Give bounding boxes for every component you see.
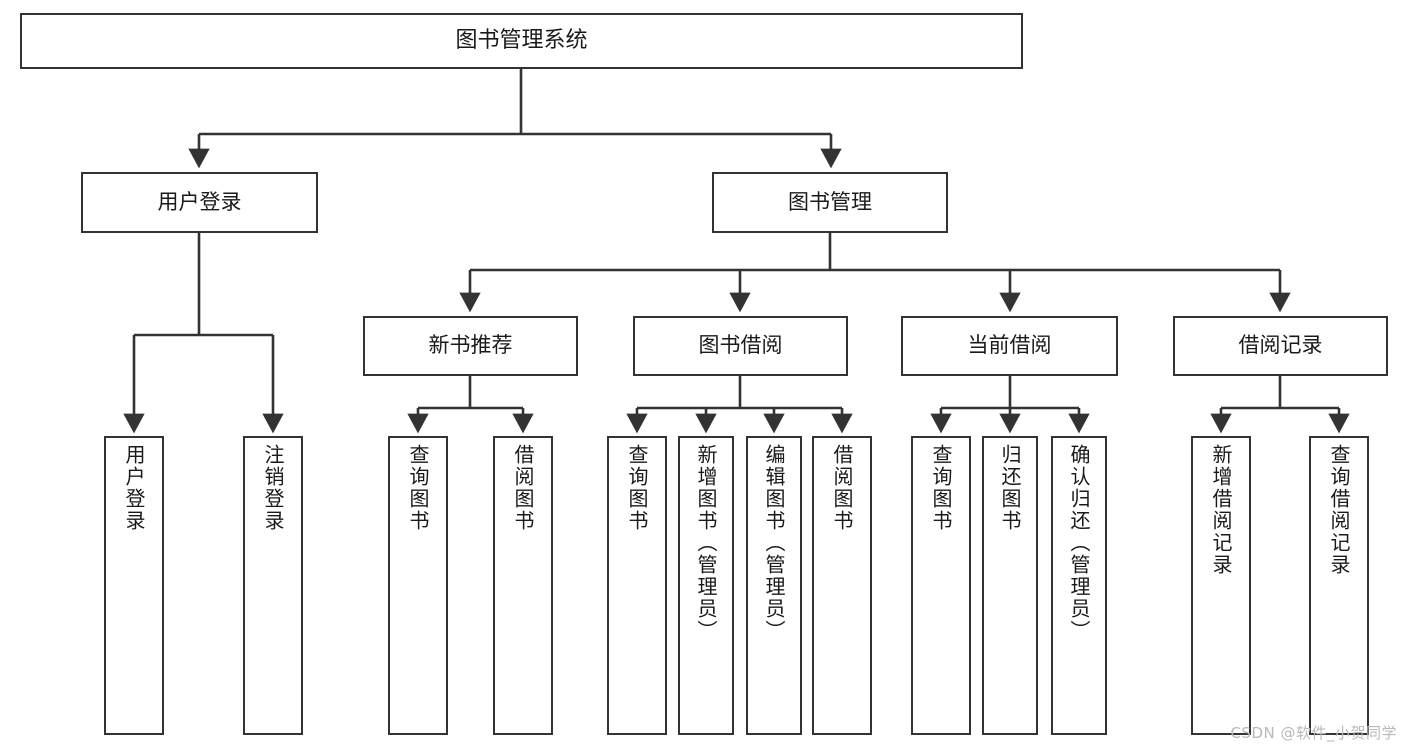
node-user-login[interactable]: 用户登录 <box>81 172 318 233</box>
node-new-book-recommend[interactable]: 新书推荐 <box>363 316 578 376</box>
leaf-record-add-record[interactable]: 新增借阅记录 <box>1191 436 1251 735</box>
node-label: 当前借阅 <box>967 333 1052 358</box>
node-book-management[interactable]: 图书管理 <box>712 172 948 233</box>
node-label: 用户登录 <box>157 189 242 214</box>
node-label: 编辑图书（管理员） <box>762 444 786 642</box>
node-label: 图书管理系统 <box>455 27 588 53</box>
node-label: 新增图书（管理员） <box>694 444 718 642</box>
node-label: 查询图书 <box>406 444 430 532</box>
node-label: 注销登录 <box>261 444 285 532</box>
node-book-borrow[interactable]: 图书借阅 <box>633 316 848 376</box>
csdn-watermark: CSDN @软件_小贺同学 <box>1230 724 1397 742</box>
node-label: 查询图书 <box>929 444 953 532</box>
node-label: 归还图书 <box>998 444 1022 532</box>
node-root-book-management-system[interactable]: 图书管理系统 <box>20 13 1023 69</box>
leaf-borrow-borrow-book[interactable]: 借阅图书 <box>812 436 872 735</box>
node-label: 图书借阅 <box>698 333 783 358</box>
node-label: 图书管理 <box>788 189 872 214</box>
leaf-new-book-query[interactable]: 查询图书 <box>388 436 448 735</box>
node-current-borrow[interactable]: 当前借阅 <box>901 316 1118 376</box>
node-label: 借阅图书 <box>830 444 854 532</box>
leaf-record-query-record[interactable]: 查询借阅记录 <box>1309 436 1369 735</box>
node-label: 借阅图书 <box>511 444 535 532</box>
node-label: 查询借阅记录 <box>1327 444 1351 576</box>
node-label: 新增借阅记录 <box>1209 444 1233 576</box>
node-label: 确认归还（管理员） <box>1067 444 1091 642</box>
node-label: 查询图书 <box>625 444 649 532</box>
node-label: 用户登录 <box>122 444 146 532</box>
leaf-borrow-edit-book-admin[interactable]: 编辑图书（管理员） <box>746 436 802 735</box>
node-label: 借阅记录 <box>1238 333 1323 358</box>
leaf-borrow-add-book-admin[interactable]: 新增图书（管理员） <box>678 436 734 735</box>
leaf-current-query-book[interactable]: 查询图书 <box>911 436 971 735</box>
leaf-borrow-query-book[interactable]: 查询图书 <box>607 436 667 735</box>
leaf-user-login-logout[interactable]: 注销登录 <box>243 436 303 735</box>
leaf-user-login-login[interactable]: 用户登录 <box>104 436 164 735</box>
leaf-new-book-borrow[interactable]: 借阅图书 <box>493 436 553 735</box>
node-label: 新书推荐 <box>428 333 513 358</box>
node-borrow-record[interactable]: 借阅记录 <box>1173 316 1388 376</box>
leaf-current-confirm-return-admin[interactable]: 确认归还（管理员） <box>1051 436 1107 735</box>
leaf-current-return-book[interactable]: 归还图书 <box>982 436 1038 735</box>
